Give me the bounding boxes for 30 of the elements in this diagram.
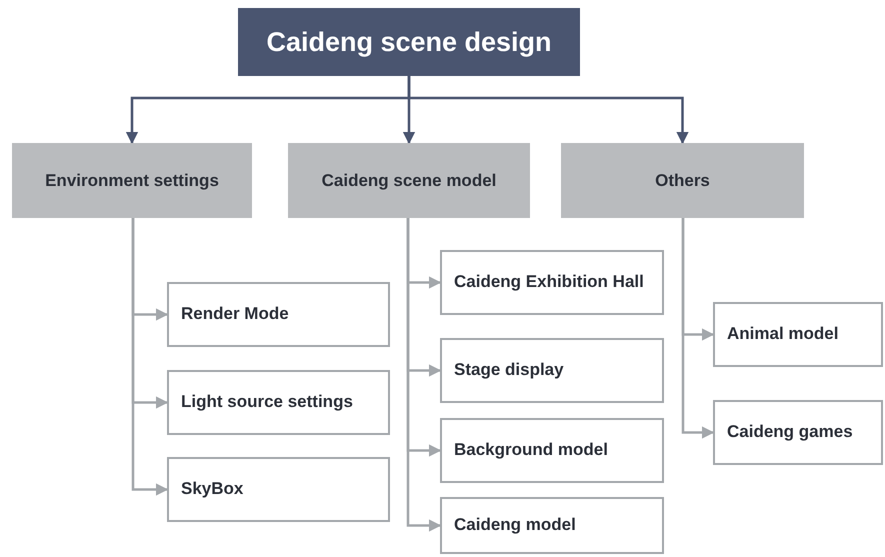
node-label: Environment settings xyxy=(45,170,219,190)
node-label: Caideng games xyxy=(727,421,853,444)
connector-arrow xyxy=(132,218,168,496)
category-box xyxy=(288,143,530,218)
category-box xyxy=(561,143,804,218)
item-box xyxy=(713,302,883,367)
item-box xyxy=(440,418,664,483)
item-box xyxy=(167,457,390,522)
title-text: Caideng scene design xyxy=(266,26,552,58)
node-label: Stage display xyxy=(454,359,564,382)
node-label: SkyBox xyxy=(181,478,244,500)
title-box xyxy=(238,8,580,76)
node-label: Caideng scene model xyxy=(322,170,496,190)
category-box xyxy=(12,143,252,218)
item-box xyxy=(440,338,664,403)
connector-arrow xyxy=(406,218,442,532)
item-box xyxy=(713,400,883,465)
node-label: Caideng model xyxy=(454,514,576,536)
node-label: Light source settings xyxy=(181,391,353,414)
node-label: Render Mode xyxy=(181,303,289,326)
item-box xyxy=(167,282,390,347)
item-box xyxy=(167,370,390,435)
item-box xyxy=(440,497,664,554)
connector-arrow xyxy=(408,76,689,144)
node-label: Caideng Exhibition Hall xyxy=(454,271,644,294)
node-label: Background model xyxy=(454,439,608,462)
node-label: Others xyxy=(655,170,710,190)
item-box xyxy=(440,250,664,315)
connector-arrow xyxy=(682,218,714,439)
node-label: Animal model xyxy=(727,323,838,346)
